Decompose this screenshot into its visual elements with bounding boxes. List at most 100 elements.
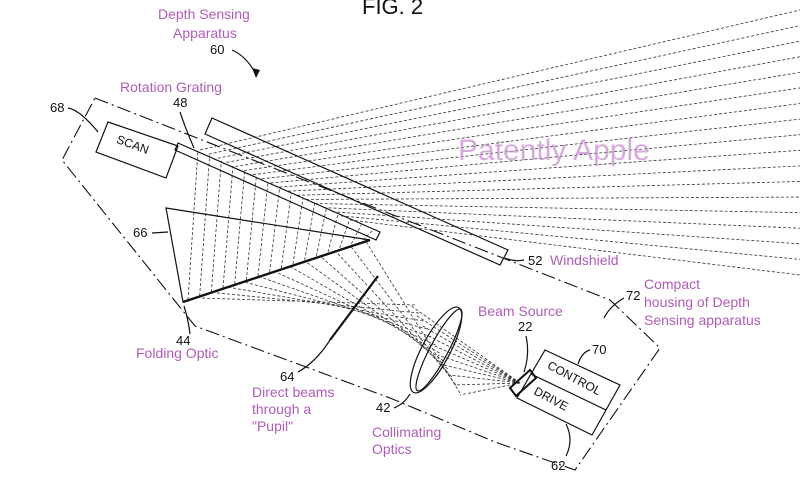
- collimating-lens: [409, 306, 463, 394]
- collimated-ray: [274, 271, 436, 346]
- output-rays: [199, 9, 800, 276]
- collimating-label-line2: Optics: [372, 441, 412, 457]
- depth-sensing-label-line2: Apparatus: [173, 25, 237, 41]
- folded-ray: [362, 229, 374, 241]
- folded-ray: [327, 213, 339, 253]
- ref-44: 44: [176, 333, 190, 348]
- folded-ray: [269, 187, 281, 273]
- collimated-ray: [289, 266, 440, 354]
- ref-70-leader: [577, 349, 591, 365]
- source-ray: [409, 304, 521, 384]
- output-ray: [314, 203, 800, 214]
- output-ray: [270, 134, 800, 184]
- source-ray: [415, 314, 521, 384]
- source-ray: [454, 382, 521, 386]
- scan-label: SCAN: [115, 132, 151, 157]
- rotation-grating-bar: [174, 142, 381, 241]
- ref-62: 62: [551, 458, 565, 473]
- collimated-ray: [319, 255, 448, 370]
- pupil-label-line3: "Pupil": [252, 418, 293, 434]
- folded-ray: [245, 176, 257, 281]
- output-ray: [349, 219, 800, 276]
- source-ray: [443, 364, 521, 384]
- folding-optic-edge: [182, 238, 371, 304]
- beam-source-label: Beam Source: [478, 303, 563, 319]
- ref-52-leader: [504, 257, 525, 262]
- output-ray: [217, 40, 800, 159]
- folded-ray: [292, 197, 304, 265]
- ref-68-leader: [67, 107, 99, 133]
- compact-label-line2: housing of Depth: [644, 294, 750, 310]
- folded-ray: [280, 192, 292, 269]
- collimating-label-line1: Collimating: [372, 424, 441, 440]
- ref-22-leader: [523, 335, 529, 373]
- output-ray: [288, 165, 800, 192]
- compact-label-line1: Compact: [644, 276, 700, 292]
- collimating-lens-inner: [415, 308, 463, 392]
- output-ray: [305, 196, 800, 200]
- ref-68: 68: [50, 100, 64, 115]
- ref-60-arrowhead: [252, 68, 260, 78]
- collimated-ray: [334, 250, 453, 378]
- output-ray: [261, 118, 800, 180]
- beam-source: [508, 368, 538, 398]
- ref-64-leader: [297, 339, 331, 373]
- folded-ray: [339, 219, 351, 249]
- output-ray: [341, 215, 800, 260]
- control-drive-box: [516, 349, 621, 436]
- source-ray: [426, 334, 521, 384]
- output-ray: [208, 25, 800, 155]
- output-ray: [297, 181, 800, 196]
- folded-ray: [199, 155, 211, 297]
- ref-72-leader: [603, 297, 625, 319]
- collimated-ray: [229, 287, 424, 322]
- ref-66-leader: [151, 231, 169, 234]
- source-ray: [459, 382, 521, 396]
- figure-title: FIG. 2: [362, 0, 423, 19]
- pupil-label-line2: through a: [252, 401, 311, 417]
- ref-42-leader: [393, 393, 411, 409]
- folded-ray: [257, 181, 269, 277]
- ref-22: 22: [518, 319, 532, 334]
- windshield-plate: [204, 117, 509, 266]
- ref-52: 52: [528, 253, 542, 268]
- ref-42: 42: [376, 400, 390, 415]
- folded-ray: [187, 149, 199, 301]
- output-ray: [235, 71, 800, 167]
- ref-62-leader: [565, 423, 571, 457]
- control-drive-divider: [530, 373, 607, 411]
- folded-ray: [234, 171, 246, 285]
- folded-ray: [350, 224, 362, 245]
- ref-66: 66: [133, 225, 147, 240]
- folded-ray: [210, 160, 222, 293]
- windshield-label: Windshield: [550, 252, 618, 268]
- pupil-label-line1: Direct beams: [252, 384, 334, 400]
- collimated-ray: [199, 297, 416, 306]
- housing-outline: [61, 97, 661, 471]
- source-ray: [448, 374, 521, 384]
- ref-64: 64: [280, 369, 294, 384]
- folded-ray: [222, 165, 234, 289]
- output-ray: [332, 211, 800, 245]
- output-ray: [226, 56, 800, 163]
- ref-48: 48: [173, 95, 187, 110]
- scan-box: [95, 121, 179, 179]
- source-ray: [432, 344, 521, 384]
- folded-ray: [304, 203, 316, 261]
- output-ray: [199, 9, 800, 151]
- collimated-ray: [244, 281, 428, 330]
- ref-70: 70: [592, 342, 606, 357]
- folding-optic-label: Folding Optic: [136, 345, 218, 361]
- internal-rays: [187, 149, 521, 396]
- ref-60: 60: [210, 42, 224, 57]
- watermark: Patently Apple: [458, 134, 650, 167]
- pupil-aperture: [329, 275, 379, 341]
- collimated-ray: [304, 260, 444, 362]
- ref-60-arrow: [231, 49, 257, 75]
- output-ray: [279, 149, 800, 188]
- output-ray: [323, 207, 800, 229]
- output-ray: [244, 87, 800, 171]
- output-ray: [252, 103, 800, 176]
